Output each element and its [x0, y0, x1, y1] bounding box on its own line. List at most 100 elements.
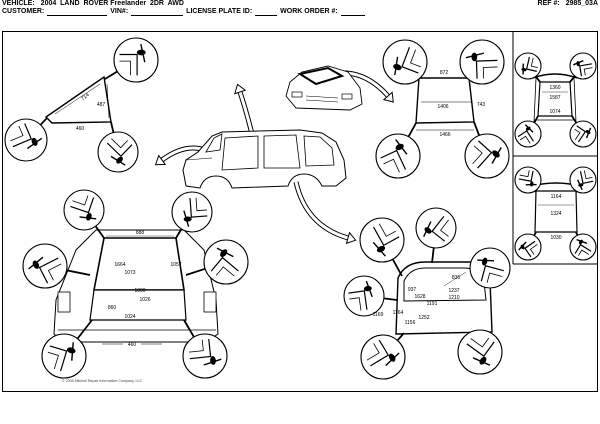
vin-label: VIN#: [110, 8, 129, 15]
callout-circle [22, 243, 68, 289]
inner-panel [530, 57, 538, 68]
dimension-label: 1237 [448, 288, 459, 294]
dimension-label: 714 [80, 92, 90, 102]
callout-circle [514, 52, 542, 80]
inner-panel [10, 125, 24, 142]
inner-panel [482, 66, 498, 79]
detail-callout [514, 120, 542, 148]
panel-flange [380, 149, 407, 170]
front-view-vehicle [285, 65, 363, 111]
dimension-label: 1628 [414, 294, 425, 300]
callout-circle [459, 39, 505, 85]
seal-cross-section [472, 140, 502, 169]
seal-profile [136, 49, 146, 56]
inner-panel [47, 351, 59, 370]
inner-panel [378, 223, 397, 237]
glass-edge [385, 352, 400, 367]
inner-panel [472, 145, 483, 165]
quarter-window-diagram [44, 75, 112, 124]
arrow-shaft-outline [293, 181, 349, 241]
glass-edge [26, 137, 43, 150]
detail-callout [182, 333, 228, 379]
dimension-label: 1164 [551, 194, 562, 200]
dimension-label: 460 [76, 126, 85, 132]
dimension-label: 1324 [550, 211, 561, 217]
dimension-label: 1664 [114, 262, 125, 268]
seal-cross-section [106, 138, 133, 166]
direction-arrow [293, 181, 357, 245]
callout-circle [360, 334, 406, 380]
callout-circle [469, 247, 511, 289]
callout-circle [375, 133, 421, 179]
seal-cross-section [465, 52, 498, 79]
detail-callout [469, 247, 511, 289]
detail-callout [569, 120, 597, 148]
inner-panel [583, 67, 593, 76]
inner-panel [47, 263, 62, 281]
glass-edge [518, 241, 527, 251]
dimension-label: 872 [440, 70, 449, 76]
inner-panel [574, 128, 581, 140]
panel-flange [348, 290, 368, 310]
detail-callout [63, 189, 105, 231]
callout-circle [203, 239, 249, 285]
detail-callout [464, 133, 510, 179]
panel-flange [518, 170, 534, 182]
dimension-label: 1406 [437, 104, 448, 110]
leader-line [175, 228, 183, 239]
seal-cross-section [183, 197, 208, 227]
seal-cross-section [573, 60, 593, 77]
headlight-left [291, 91, 303, 98]
glass-edge [524, 124, 534, 133]
detail-callout [113, 37, 159, 83]
dimension-label: 1164 [393, 310, 404, 316]
leader-line [66, 269, 91, 276]
inner-panel [583, 170, 593, 180]
dimension-labels: 714 487 460 872 1406 743 1466 888 1664 1… [76, 70, 562, 348]
hood-line [185, 157, 213, 161]
leader-line [407, 122, 417, 138]
copyright-notice: © 2005 Mitchell Repair Information Compa… [62, 379, 142, 383]
panel-flange [480, 265, 504, 282]
inner-panel [486, 272, 503, 283]
diagram-frame [2, 31, 598, 392]
callout-circle [514, 120, 542, 148]
inner-panel [195, 197, 207, 212]
leader-line [533, 115, 539, 124]
callout-circle [113, 37, 159, 83]
detail-callout [41, 333, 87, 379]
glass-edge [28, 256, 44, 270]
seal-cross-section [517, 124, 535, 144]
dimension-label: 1030 [550, 235, 561, 241]
seal-cross-section [423, 215, 449, 242]
customer-field [47, 9, 108, 16]
seal-cross-section [477, 257, 504, 283]
dimension-label: 1169 [373, 312, 384, 318]
glass-edge [573, 60, 584, 66]
dimension-label: 888 [136, 230, 145, 236]
panel-flange [574, 243, 592, 254]
quarter-window-outline [44, 75, 112, 124]
detail-callout [459, 39, 505, 85]
seal-cross-section [28, 256, 62, 284]
leader-line [104, 70, 118, 80]
seal-profile [520, 244, 525, 250]
inset-roof-line [532, 73, 578, 79]
leader-line [391, 258, 403, 277]
inner-panel [439, 219, 449, 237]
callout-circle [415, 207, 457, 249]
dimension-label: 1156 [405, 320, 416, 326]
seal-cross-section [466, 337, 495, 366]
callout-circle [457, 329, 503, 375]
seal-profile [376, 245, 386, 253]
leader-line [110, 121, 115, 133]
panel-flange [578, 63, 592, 77]
glass-edge [365, 280, 373, 298]
callout-circle [97, 131, 139, 173]
customer-line: CUSTOMER: VIN#: LICENSE PLATE ID: WORK O… [2, 8, 365, 16]
callout-circle [182, 333, 228, 379]
leader-line [183, 319, 195, 338]
inset-bottom-diagram [531, 182, 581, 233]
detail-callout [22, 243, 68, 289]
license-plate-label: LICENSE PLATE ID: [186, 8, 253, 15]
